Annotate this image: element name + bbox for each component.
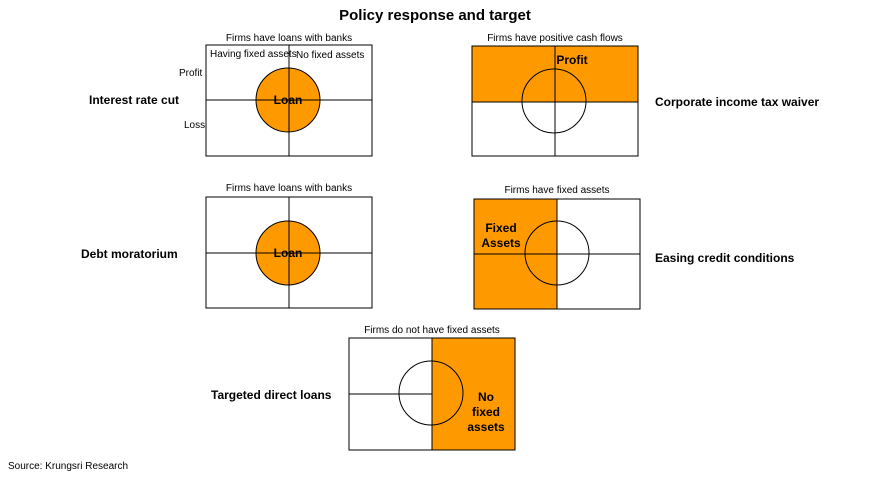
highlight-label-line: No — [478, 390, 494, 404]
quadrant-label-top-left: Having fixed assets — [210, 49, 297, 60]
panel-easing-credit-conditions — [473, 198, 641, 310]
highlight-label-fixed-assets: Fixed Assets — [478, 221, 524, 251]
quadrant-label-top-right: No fixed assets — [296, 50, 365, 61]
circle-label: Loan — [273, 246, 303, 260]
policy-label: Easing credit conditions — [655, 251, 795, 265]
axis-label-profit: Profit — [179, 68, 203, 79]
no-fixed-assets-half-fill — [432, 338, 515, 450]
highlight-label-line: Assets — [481, 236, 521, 250]
panel-targeted-direct-loans — [348, 337, 516, 451]
policy-label: Targeted direct loans — [211, 388, 332, 402]
panel-corporate-income-tax-waiver — [471, 45, 639, 157]
panel-caption: Firms have fixed assets — [504, 185, 610, 196]
highlight-label: Profit — [556, 53, 588, 67]
highlight-label-line: assets — [467, 420, 505, 434]
policy-label: Interest rate cut — [89, 93, 180, 107]
circle-outline — [521, 68, 587, 134]
highlight-label-no-fixed-assets: No fixed assets — [466, 390, 506, 435]
highlight-label-line: Fixed — [485, 221, 517, 235]
circle-label: Loan — [273, 93, 303, 107]
panel-caption: Firms have loans with banks — [225, 33, 353, 44]
page-title: Policy response and target — [339, 7, 531, 24]
panel-interest-rate-cut — [205, 44, 373, 157]
highlight-label-line: fixed — [471, 405, 500, 419]
panel-caption: Firms have positive cash flows — [487, 33, 623, 44]
policy-label: Debt moratorium — [81, 247, 178, 261]
circle-outline — [398, 360, 464, 426]
axis-label-loss: Loss — [184, 120, 206, 131]
policy-label: Corporate income tax waiver — [655, 95, 820, 109]
panel-caption: Firms have loans with banks — [225, 183, 353, 194]
panel-caption: Firms do not have fixed assets — [364, 325, 500, 336]
panel-debt-moratorium — [205, 196, 373, 309]
source-note: Source: Krungsri Research — [8, 461, 129, 472]
